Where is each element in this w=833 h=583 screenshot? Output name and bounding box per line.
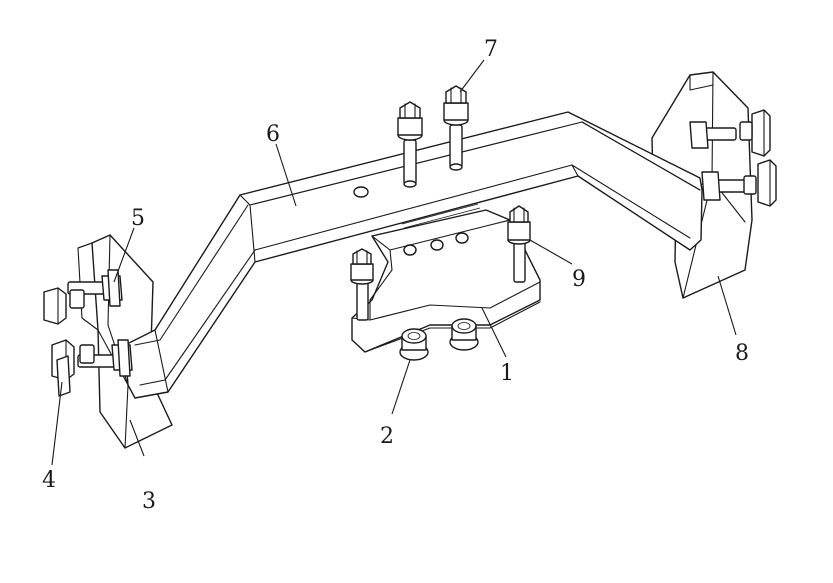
left-nut-upper xyxy=(43,287,85,325)
callout-6: 6 xyxy=(266,122,280,147)
right-nut-lower xyxy=(743,159,777,207)
callout-4: 4 xyxy=(42,468,56,493)
callout-1: 1 xyxy=(500,361,514,386)
left-bolt-upper xyxy=(67,269,123,307)
flange-nut-left xyxy=(399,328,429,361)
callout-7: 7 xyxy=(484,37,498,62)
leader-3 xyxy=(129,419,145,457)
right-bolt-lower xyxy=(701,171,749,201)
leader-8 xyxy=(717,275,737,336)
flange-nut-right xyxy=(449,318,479,351)
center-mount-plate xyxy=(351,203,541,353)
top-bolt-left xyxy=(397,101,423,188)
leader-6 xyxy=(275,143,297,207)
callout-5: 5 xyxy=(131,206,145,231)
leader-4 xyxy=(51,381,63,466)
leader-5 xyxy=(113,227,135,283)
leader-9 xyxy=(529,239,573,265)
leader-7 xyxy=(459,59,485,93)
leader-2 xyxy=(391,359,411,415)
plate-bolt-right xyxy=(507,205,531,283)
leader-1 xyxy=(481,307,507,358)
right-nut-upper xyxy=(739,109,771,157)
plate-bolt-left xyxy=(350,248,374,321)
callout-8: 8 xyxy=(735,341,749,366)
leader-lines xyxy=(51,59,737,466)
callout-2: 2 xyxy=(380,424,394,449)
callout-3: 3 xyxy=(142,489,156,514)
callout-9: 9 xyxy=(572,267,586,292)
left-bolt-lower xyxy=(77,339,133,377)
right-bolt-upper xyxy=(689,121,737,149)
left-nut-lower xyxy=(51,339,95,397)
